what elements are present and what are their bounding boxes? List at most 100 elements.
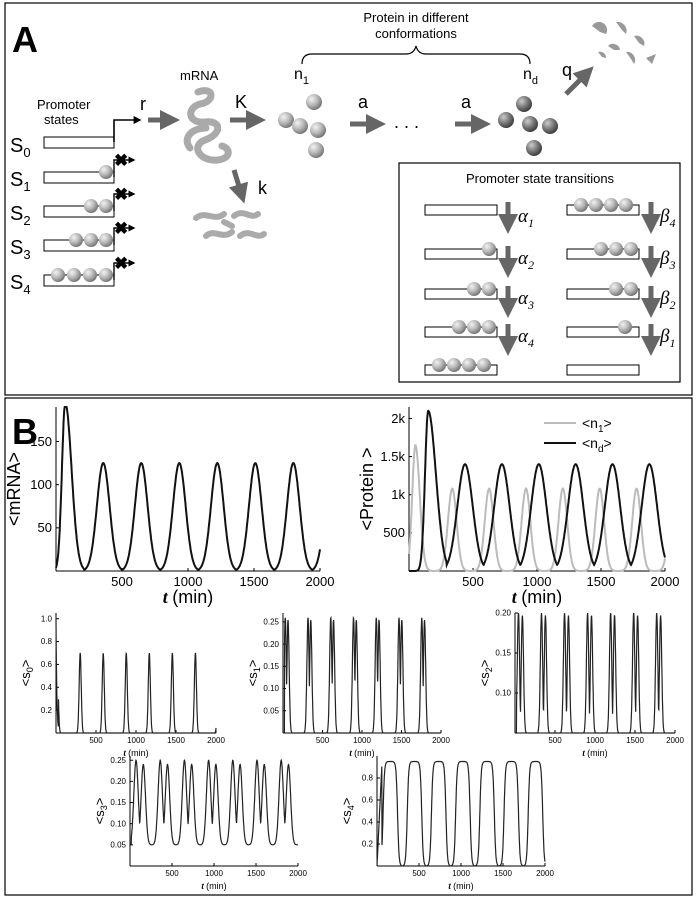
y-tick-label: 0.05 <box>263 706 279 715</box>
protein-ball <box>542 118 558 134</box>
promoter-state-s1: S1 ✖ <box>10 151 136 194</box>
y-tick-label: 0.10 <box>495 689 511 698</box>
blocked-arrow <box>113 156 136 177</box>
series-line-0 <box>408 444 666 572</box>
x-axis-label: t (min) <box>163 587 214 607</box>
beta-2: β2 <box>659 288 675 312</box>
ellipsis: . . . <box>394 112 419 132</box>
repressor-ball <box>99 165 113 179</box>
y-tick-label: 0.6 <box>41 660 53 669</box>
repressor-ball <box>574 198 588 212</box>
x-tick-label: 2000 <box>207 736 225 745</box>
x-axis-label: t (min) <box>201 881 226 891</box>
repressor-ball <box>67 268 81 282</box>
promoter-box <box>424 288 498 300</box>
alpha-4: α4 <box>518 326 534 350</box>
y-tick-label: 0.10 <box>263 684 279 693</box>
promoter-box <box>43 136 115 149</box>
alpha-2: α2 <box>518 248 534 272</box>
y-tick-label: 0.4 <box>362 818 374 827</box>
y-tick-label: 2k <box>391 411 405 426</box>
x-tick-label: 2000 <box>432 736 450 745</box>
y-tick-label: 0.25 <box>110 756 126 765</box>
series-line-0 <box>376 760 546 867</box>
repressor-ball <box>619 198 633 212</box>
x-tick-label: 1000 <box>586 736 604 745</box>
promoter-box <box>43 171 115 184</box>
state-label-s4: S4 <box>10 272 31 297</box>
y-tick-label: 150 <box>30 434 52 449</box>
x-tick-label: 2000 <box>651 574 680 589</box>
y-tick-label: 0.4 <box>41 683 53 692</box>
repressor-ball <box>482 282 496 296</box>
alpha-1: α1 <box>518 206 534 230</box>
x-axis-label: t (min) <box>448 881 473 891</box>
promoter-title-line2: states <box>44 112 79 127</box>
x-tick-label: 1500 <box>240 574 269 589</box>
rate-r: r <box>140 94 146 114</box>
protein-ball <box>292 118 308 134</box>
transitions-box: Promoter state transitions α1 α2 α3 <box>398 162 681 383</box>
promoter-box <box>424 248 498 260</box>
promoter-title-line1: Promoter <box>37 97 91 112</box>
repressor-ball <box>84 199 98 213</box>
x-tick-label: 500 <box>111 574 133 589</box>
protein-brace <box>301 45 531 65</box>
x-tick-label: 500 <box>462 574 484 589</box>
x-tick-label: 1500 <box>247 869 265 878</box>
protein-ball <box>278 112 294 128</box>
transitions-title: Promoter state transitions <box>466 171 615 186</box>
y-tick-label: 1k <box>391 487 405 502</box>
x-tick-label: 500 <box>548 736 562 745</box>
y-tick-label: 0.2 <box>362 840 374 849</box>
mrna-strand-icon <box>183 124 210 152</box>
repressor-ball <box>482 320 496 334</box>
repressor-ball <box>452 320 466 334</box>
protein-ball <box>526 140 542 156</box>
y-axis-label: <Protein > <box>357 447 377 530</box>
rate-a-1: a <box>358 92 369 112</box>
y-axis-label: <s1> <box>245 660 262 687</box>
series-line-0 <box>55 406 321 572</box>
repressor-ball <box>609 242 623 256</box>
x-axis-label: t (min) <box>512 587 563 607</box>
x-tick-label: 2000 <box>289 869 307 878</box>
protein-ball <box>308 142 324 158</box>
y-tick-label: 0.15 <box>495 649 511 658</box>
state-label-s1: S1 <box>10 169 31 194</box>
promoter-box <box>566 326 640 338</box>
repressor-ball <box>99 233 113 247</box>
protein-degradation-arrow <box>564 66 594 96</box>
x-tick-label: 1500 <box>393 736 411 745</box>
repressor-ball <box>618 320 632 334</box>
y-tick-label: 1.5k <box>380 449 405 464</box>
x-tick-label: 500 <box>412 869 426 878</box>
n1-label: n1 <box>294 66 309 87</box>
rate-q: q <box>562 60 572 80</box>
protein-n1-cluster <box>278 94 326 158</box>
rate-k: k <box>258 178 268 198</box>
repressor-ball <box>432 358 446 372</box>
y-tick-label: 0.8 <box>362 774 374 783</box>
rate-a-2: a <box>461 92 472 112</box>
promoter-state-s4: S4 ✖ <box>10 254 136 297</box>
legend-label-nd: <nd> <box>582 435 612 455</box>
y-tick-label: 500 <box>383 525 405 540</box>
repressor-ball <box>609 282 623 296</box>
protein-ball <box>306 94 322 110</box>
y-tick-label: 0.25 <box>263 618 279 627</box>
blocked-arrow <box>113 190 136 211</box>
mrna-label: mRNA <box>180 68 219 83</box>
alpha-3: α3 <box>518 288 534 312</box>
repressor-ball <box>69 233 83 247</box>
promoter-box <box>566 288 640 300</box>
promoter-state-s3: S3 ✖ <box>10 219 136 262</box>
blocked-arrow <box>113 224 136 245</box>
promoter-box <box>566 364 640 376</box>
panel-a-frame <box>4 2 693 396</box>
repressor-ball <box>467 282 481 296</box>
y-tick-label: 0.2 <box>41 706 53 715</box>
